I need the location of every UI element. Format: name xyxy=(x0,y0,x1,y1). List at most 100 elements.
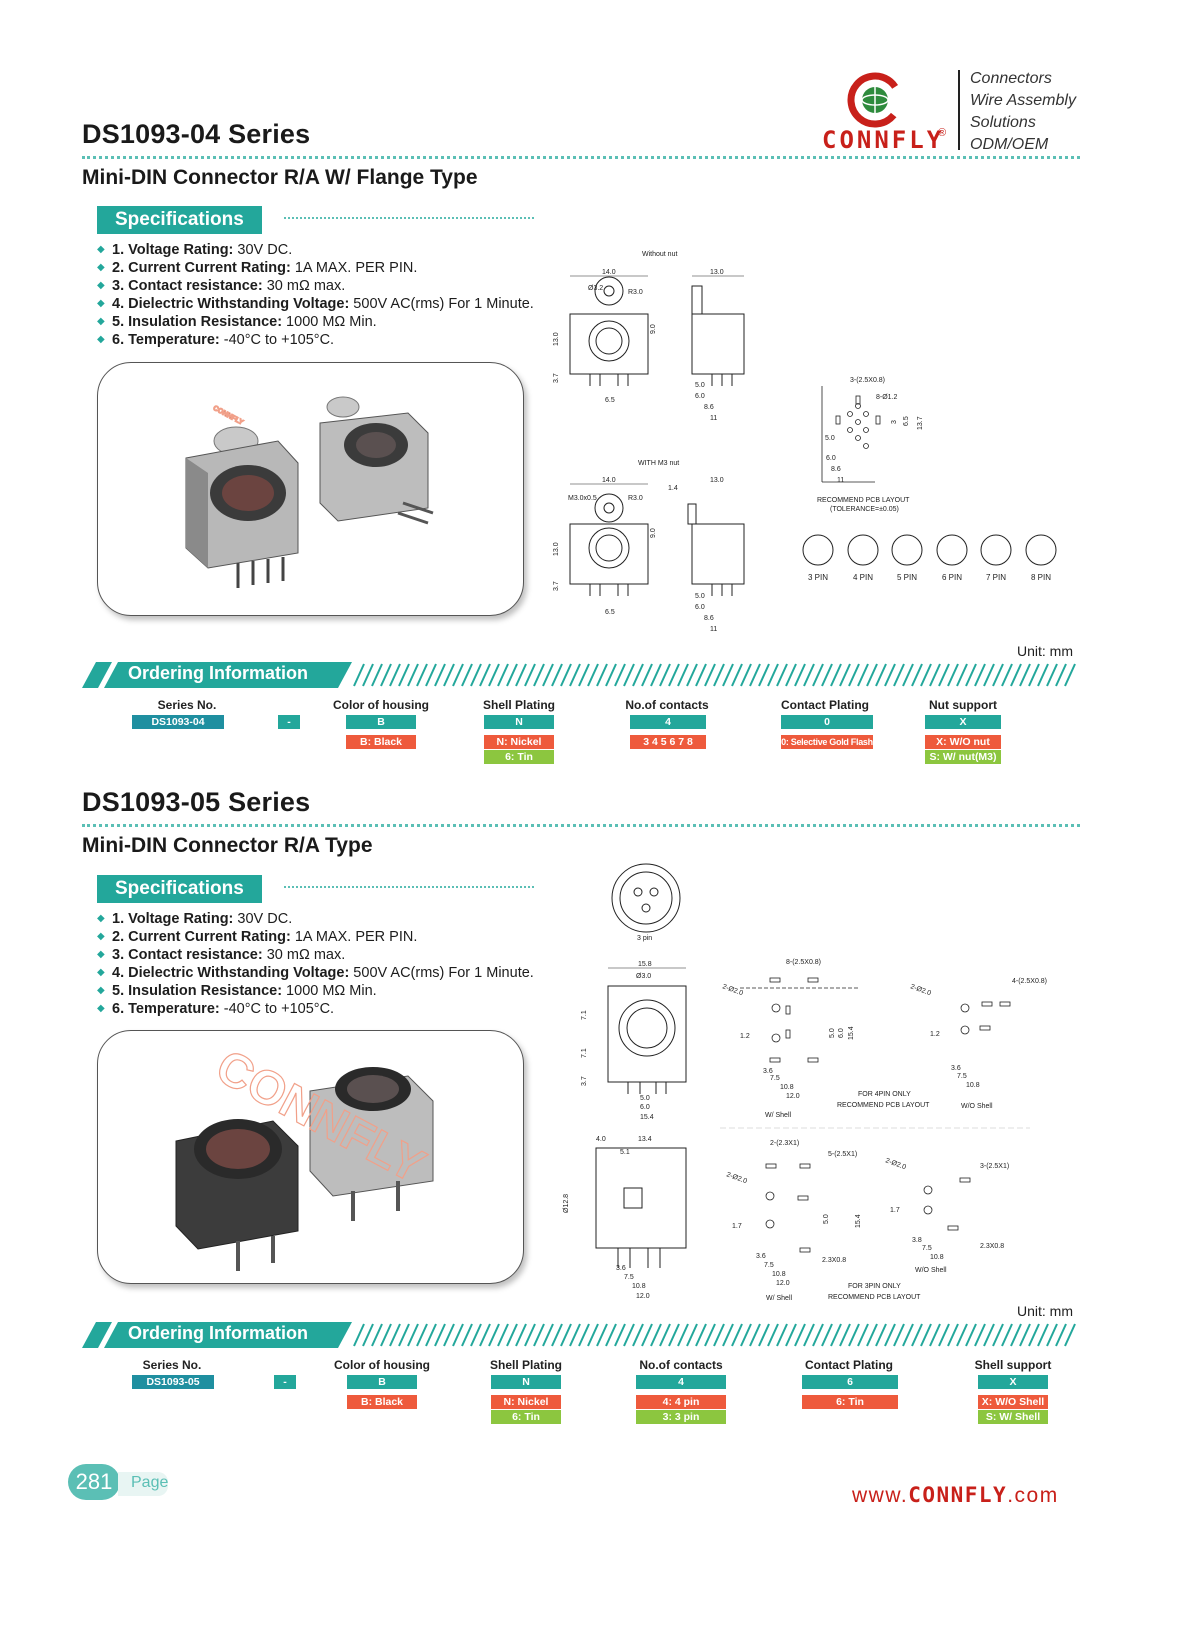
watermark-text: CONNFLY xyxy=(212,405,245,427)
banner-hatch-stroke xyxy=(1010,1323,1022,1347)
ordering-code-series: DS1093-05 xyxy=(132,1375,214,1389)
ordering-head-contacts: No.of contacts xyxy=(625,698,709,712)
svg-text:7.1: 7.1 xyxy=(581,1048,588,1058)
svg-text:8.6: 8.6 xyxy=(704,404,714,411)
logo-wordmark: CONNFLY xyxy=(822,126,945,154)
tagline-block: Connectors Wire Assembly Solutions ODM/O… xyxy=(970,68,1076,156)
svg-text:7.5: 7.5 xyxy=(957,1073,967,1080)
banner-hatch-stroke xyxy=(605,1323,617,1347)
banner-hatch-stroke xyxy=(866,1323,878,1347)
banner-hatch-stroke xyxy=(776,663,788,687)
svg-text:11: 11 xyxy=(710,626,717,633)
banner-hatch-stroke xyxy=(641,1323,653,1347)
svg-text:10.8: 10.8 xyxy=(966,1082,980,1089)
banner-hatch-stroke xyxy=(650,663,662,687)
svg-text:10.8: 10.8 xyxy=(780,1084,794,1091)
banner-hatch-stroke xyxy=(668,1323,680,1347)
product-photo-frame: CONNFLY xyxy=(97,1030,524,1284)
spec-item: 1. Voltage Rating: 30V DC. xyxy=(97,241,534,259)
svg-text:3.6: 3.6 xyxy=(951,1065,961,1072)
svg-text:4-(2.5X0.8): 4-(2.5X0.8) xyxy=(1012,978,1047,985)
ordering-code-color: B xyxy=(346,715,416,729)
svg-text:6.0: 6.0 xyxy=(838,1028,845,1038)
page-number: 281 xyxy=(75,1469,113,1494)
banner-hatch-stroke xyxy=(470,1323,482,1347)
banner-hatch-stroke xyxy=(749,1323,761,1347)
banner-hatch-stroke xyxy=(389,1323,401,1347)
banner-hatch-stroke xyxy=(452,663,464,687)
svg-text:1.7: 1.7 xyxy=(732,1223,742,1230)
svg-text:3-(2.5X1): 3-(2.5X1) xyxy=(980,1163,1009,1170)
banner-hatch-stroke xyxy=(569,663,581,687)
series-title: DS1093-05 Series xyxy=(82,787,311,817)
banner-hatch-stroke xyxy=(695,663,707,687)
banner-hatch-stroke xyxy=(542,1323,554,1347)
svg-text:FOR 4PIN ONLY: FOR 4PIN ONLY xyxy=(858,1091,911,1098)
website-link[interactable]: www.CONNFLY.com xyxy=(852,1483,1059,1508)
banner-hatch-stroke xyxy=(803,663,815,687)
svg-text:R3.0: R3.0 xyxy=(628,289,643,296)
svg-text:15.4: 15.4 xyxy=(855,1214,862,1228)
banner-hatch-stroke xyxy=(1064,1323,1076,1347)
banner-hatch-stroke xyxy=(983,1323,995,1347)
banner-hatch-stroke xyxy=(434,663,446,687)
banner-hatch-stroke xyxy=(542,663,554,687)
svg-text:W/ Shell: W/ Shell xyxy=(766,1295,793,1302)
banner-hatch-stroke xyxy=(1028,1323,1040,1347)
svg-text:5.0: 5.0 xyxy=(829,1028,836,1038)
ordering-option: 6: Tin xyxy=(484,750,554,764)
ordering-option: 0: Selective Gold Flash xyxy=(781,735,873,749)
banner-hatch-stroke xyxy=(560,1323,572,1347)
svg-text:RECOMMEND PCB LAYOUT: RECOMMEND PCB LAYOUT xyxy=(828,1294,921,1301)
banner-hatch-stroke xyxy=(884,1323,896,1347)
banner-hatch-stroke xyxy=(1019,663,1031,687)
banner-hatch-stroke xyxy=(956,1323,968,1347)
svg-text:2-Ø2.0: 2-Ø2.0 xyxy=(884,1157,907,1171)
svg-text:8.6: 8.6 xyxy=(704,615,714,622)
svg-text:5.0: 5.0 xyxy=(695,382,705,389)
banner-hatch-stroke xyxy=(686,1323,698,1347)
banner-hatch-stroke xyxy=(1055,663,1067,687)
svg-text:10.8: 10.8 xyxy=(772,1271,786,1278)
banner-hatch-stroke xyxy=(596,663,608,687)
banner-hatch-stroke xyxy=(551,663,563,687)
banner-hatch-stroke xyxy=(362,663,374,687)
ordering-head-contacts: No.of contacts xyxy=(639,1358,723,1372)
series-title: DS1093-04 Series xyxy=(82,119,311,149)
svg-text:3.6: 3.6 xyxy=(756,1253,766,1260)
ordering-banner-graphic xyxy=(82,662,1076,688)
svg-text:11: 11 xyxy=(837,477,844,484)
section-divider xyxy=(82,824,1080,827)
ordering-option: S: W/ Shell xyxy=(978,1410,1048,1424)
svg-text:4 PIN: 4 PIN xyxy=(853,573,873,582)
banner-hatch-stroke xyxy=(587,663,599,687)
svg-text:6.5: 6.5 xyxy=(605,609,615,616)
svg-text:W/O Shell: W/O Shell xyxy=(961,1103,993,1110)
banner-hatch-stroke xyxy=(857,1323,869,1347)
banner-hatch-stroke xyxy=(1019,1323,1031,1347)
svg-text:2-Ø2.0: 2-Ø2.0 xyxy=(909,983,932,997)
spec-item: 2. Current Current Rating: 1A MAX. PER P… xyxy=(97,259,534,277)
banner-hatch-stroke xyxy=(407,1323,419,1347)
banner-hatch-stroke xyxy=(1064,663,1076,687)
banner-hatch-stroke xyxy=(947,1323,959,1347)
banner-hatch-stroke xyxy=(704,663,716,687)
banner-hatch-stroke xyxy=(362,1323,374,1347)
ordering-head-series: Series No. xyxy=(142,1358,202,1372)
svg-text:6.0: 6.0 xyxy=(695,604,705,611)
ordering-option: X: W/O nut xyxy=(925,735,1001,749)
svg-text:Ø3.2: Ø3.2 xyxy=(588,285,603,292)
banner-hatch-stroke xyxy=(416,663,428,687)
svg-text:7 PIN: 7 PIN xyxy=(986,573,1006,582)
svg-text:WITH M3 nut: WITH M3 nut xyxy=(638,460,679,467)
ordering-option: B: Black xyxy=(346,735,416,749)
spec-item: 4. Dielectric Withstanding Voltage: 500V… xyxy=(97,295,534,313)
banner-hatch-stroke xyxy=(1010,663,1022,687)
spec-item: 4. Dielectric Withstanding Voltage: 500V… xyxy=(97,964,534,982)
banner-hatch-stroke xyxy=(425,1323,437,1347)
banner-hatch-stroke xyxy=(434,1323,446,1347)
ordering-option: S: W/ nut(M3) xyxy=(925,750,1001,764)
svg-text:7.5: 7.5 xyxy=(624,1274,634,1281)
page-word-pill xyxy=(118,1472,168,1496)
banner-hatch-stroke xyxy=(956,663,968,687)
